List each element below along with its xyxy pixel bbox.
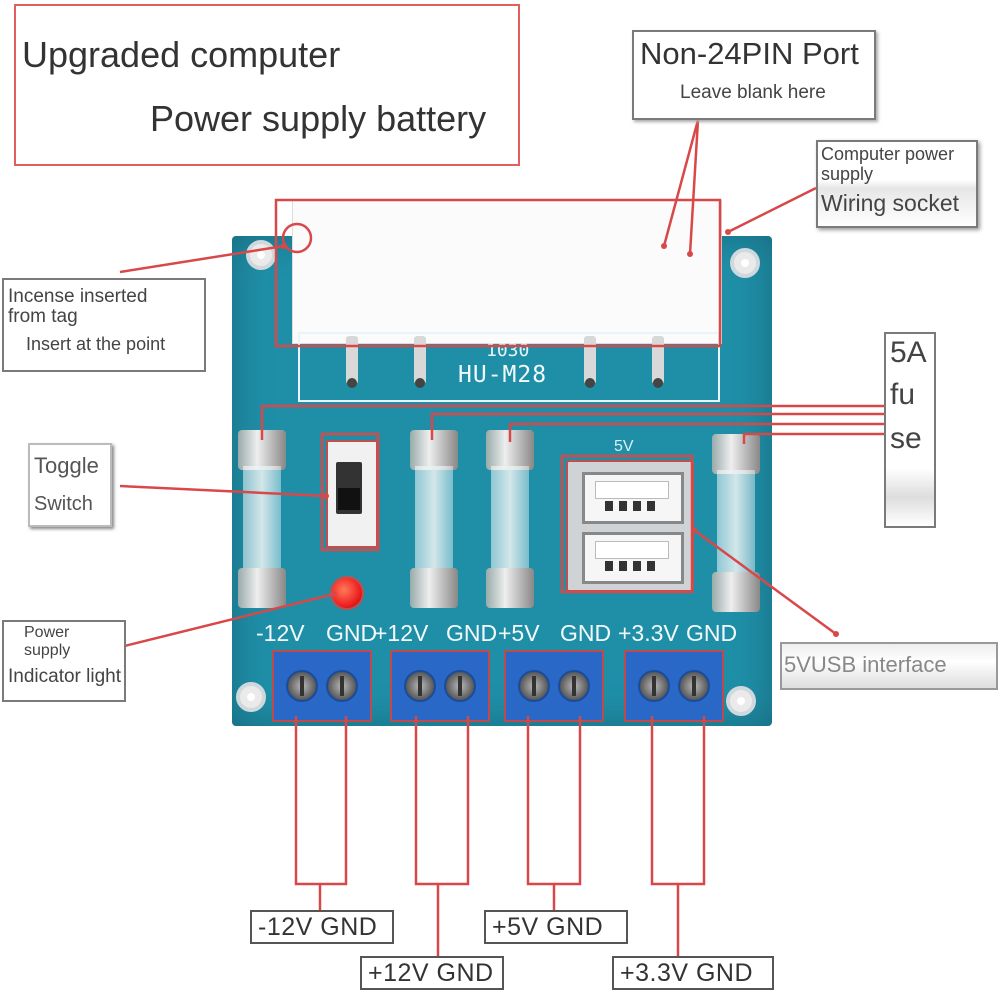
indicator-line1: Power <box>24 624 70 641</box>
voltage-label: +5V <box>498 620 540 646</box>
output-label-plus5v: +5V GND <box>484 910 628 944</box>
voltage-label: +12V <box>374 620 429 646</box>
usb-label: 5VUSB interface <box>784 652 947 677</box>
indicator-line2: supply <box>24 642 71 659</box>
connector-highlight <box>274 198 722 348</box>
output-label-text: +3.3V GND <box>620 959 754 987</box>
indicator-callout: Power supply Indicator light <box>2 620 126 702</box>
incense-line1: Incense inserted <box>8 286 148 307</box>
title-box: Upgraded computer Power supply battery <box>14 4 520 166</box>
computer-power-line2: supply <box>821 164 874 184</box>
connector-pin <box>652 336 664 388</box>
output-label-minus12v: -12V GND <box>250 910 394 944</box>
connector-pin <box>346 336 358 388</box>
screw-terminal[interactable] <box>504 650 604 722</box>
voltage-label: -12V <box>256 620 305 646</box>
fuse-line1: 5A <box>890 336 927 369</box>
voltage-label: GND <box>686 620 738 646</box>
usb-silkscreen: 5V <box>614 438 634 455</box>
mounting-hole <box>246 240 276 270</box>
connector-silkscreen <box>298 332 720 402</box>
connector-pin <box>584 336 596 388</box>
incense-line3: Insert at the point <box>26 334 166 354</box>
fuse <box>712 434 760 612</box>
output-label-plus3v3: +3.3V GND <box>612 956 774 990</box>
indicator-line3: Indicator light <box>8 666 122 687</box>
tag-highlight <box>281 222 313 254</box>
computer-power-line3: Wiring socket <box>821 190 960 216</box>
voltage-label: +3.3V <box>618 620 679 646</box>
computer-power-line1: Computer power <box>821 144 955 164</box>
fuse-line3: se <box>890 422 922 455</box>
toggle-line2: Switch <box>34 493 93 515</box>
output-label-text: -12V GND <box>258 913 378 941</box>
output-label-text: +12V GND <box>368 959 494 987</box>
toggle-switch[interactable] <box>326 440 378 548</box>
voltage-label: GND <box>560 620 612 646</box>
screw-terminal[interactable] <box>390 650 490 722</box>
usb-port[interactable] <box>582 472 684 524</box>
toggle-callout: Toggle Switch <box>28 443 112 527</box>
voltage-label: GND <box>326 620 378 646</box>
board-model-name: HU-M28 <box>458 362 548 388</box>
title-line1: Upgraded computer <box>22 34 341 75</box>
non24pin-subtitle: Leave blank here <box>680 82 826 103</box>
fuse-callout: 5A fu se <box>884 332 936 528</box>
incense-line2: from tag <box>8 306 78 327</box>
output-label-plus12v: +12V GND <box>360 956 504 990</box>
usb-port-stack <box>566 460 694 592</box>
fuse <box>486 430 534 608</box>
output-label-text: +5V GND <box>492 913 604 941</box>
usb-port[interactable] <box>582 532 684 584</box>
mounting-hole <box>236 682 266 712</box>
screw-terminal[interactable] <box>624 650 724 722</box>
connector-pin <box>414 336 426 388</box>
toggle-line1: Toggle <box>34 453 99 478</box>
voltage-label: GND <box>446 620 498 646</box>
non24pin-title: Non-24PIN Port <box>640 36 859 71</box>
title-line2: Power supply battery <box>150 98 487 139</box>
atx-24pin-connector <box>292 200 722 344</box>
screw-terminal[interactable] <box>272 650 372 722</box>
mounting-hole <box>730 248 760 278</box>
non24pin-callout: Non-24PIN Port Leave blank here <box>632 30 876 120</box>
mounting-hole <box>726 686 756 716</box>
usb-callout: 5VUSB interface <box>780 642 998 690</box>
switch-knob-tip <box>338 488 360 510</box>
fuse <box>410 430 458 608</box>
incense-callout: Incense inserted from tag Insert at the … <box>2 278 206 372</box>
fuse-line2: fu <box>890 378 916 411</box>
computer-power-callout: Computer power supply Wiring socket <box>816 140 978 228</box>
